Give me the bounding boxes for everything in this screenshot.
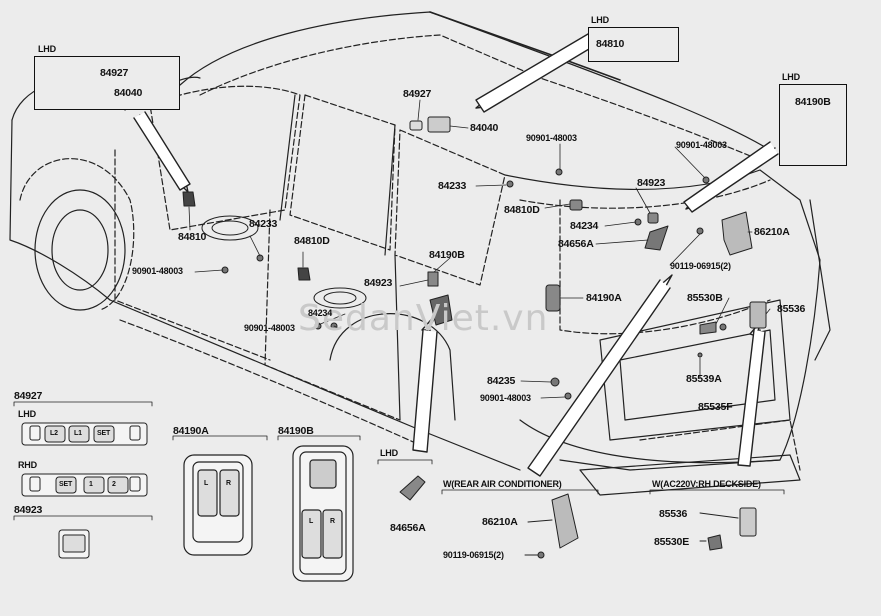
- callout: 85539A: [686, 373, 722, 385]
- callout: 85530B: [687, 292, 723, 304]
- part-label: 84190B: [795, 96, 831, 108]
- legend-switch-84923: [13, 515, 153, 559]
- callout: 84233: [438, 180, 467, 192]
- part-label: 84810: [596, 38, 625, 50]
- pointer-arrows: [133, 33, 779, 477]
- callout: 84234: [570, 220, 599, 232]
- switch-button-label: 2: [112, 481, 116, 488]
- legend-tag: LHD: [18, 409, 36, 419]
- switch-button-label: L: [309, 518, 314, 525]
- legend-switch-84927: [13, 401, 153, 497]
- legend-title: 84923: [14, 504, 43, 516]
- legend-title: 84927: [14, 390, 43, 402]
- inset-tag: LHD: [591, 15, 609, 25]
- switch-button-label: L2: [50, 430, 58, 437]
- switch-button-label: R: [226, 480, 231, 487]
- callout: 90901-48003: [676, 140, 727, 150]
- inset-lhd-top-left: [34, 56, 180, 110]
- legend-85536: [649, 489, 785, 551]
- switch-button-label: SET: [59, 481, 73, 488]
- callout: 84235: [487, 375, 516, 387]
- callout: 90901-48003: [132, 266, 183, 276]
- callout: 90901-48003: [480, 393, 531, 403]
- callout: 85536: [777, 303, 806, 315]
- legend-part: 86210A: [482, 516, 518, 528]
- legend-switch-84190a: [172, 435, 268, 556]
- part-label: 84927: [100, 67, 129, 79]
- inset-lhd-top-center: [588, 27, 679, 62]
- switch-button-label: L: [204, 480, 209, 487]
- legend-part: 90119-06915(2): [443, 550, 504, 560]
- legend-86210a: [441, 489, 599, 559]
- legend-tag: LHD: [380, 448, 398, 458]
- callout: 84190A: [586, 292, 622, 304]
- legend-tag: RHD: [18, 460, 37, 470]
- callout: 84923: [637, 177, 666, 189]
- part-label: 84040: [114, 87, 143, 99]
- callout: 84810D: [294, 235, 330, 247]
- callout: 84040: [470, 122, 499, 134]
- callout: 84190B: [429, 249, 465, 261]
- switch-button-label: 1: [89, 481, 93, 488]
- callout: 84927: [403, 88, 432, 100]
- callout: 84656A: [558, 238, 594, 250]
- callout: 85535F: [698, 401, 733, 413]
- inset-tag: LHD: [38, 44, 56, 54]
- callout: 86210A: [754, 226, 790, 238]
- legend-switch-84190b: [277, 435, 361, 582]
- legend-part: 85530E: [654, 536, 690, 548]
- inset-tag: LHD: [782, 72, 800, 82]
- switch-button-label: R: [330, 518, 335, 525]
- callout: 90901-48003: [526, 133, 577, 143]
- watermark: SedanViet.vn: [298, 298, 549, 339]
- switch-button-label: L1: [74, 430, 82, 437]
- callout: 84923: [364, 277, 393, 289]
- inset-lhd-top-right: [779, 84, 847, 166]
- vehicle-parts: [182, 116, 767, 400]
- callout: 84234: [308, 308, 333, 318]
- callout: 90119-06915(2): [670, 261, 731, 271]
- callout: 84233: [249, 218, 278, 230]
- callout: 84810D: [504, 204, 540, 216]
- legend-part: 84656A: [390, 522, 426, 534]
- legend-title: W(REAR AIR CONDITIONER): [443, 479, 562, 489]
- legend-title: 84190A: [173, 425, 209, 437]
- switch-button-label: SET: [97, 430, 111, 437]
- legend-part: 85536: [659, 508, 688, 520]
- callout: 90901-48003: [244, 323, 295, 333]
- vehicle-outline: [9, 11, 831, 496]
- callout: 84810: [178, 231, 207, 243]
- legend-title: W(AC220V:RH DECKSIDE): [652, 479, 761, 489]
- legend-84656a: [377, 459, 433, 501]
- legend-title: 84190B: [278, 425, 314, 437]
